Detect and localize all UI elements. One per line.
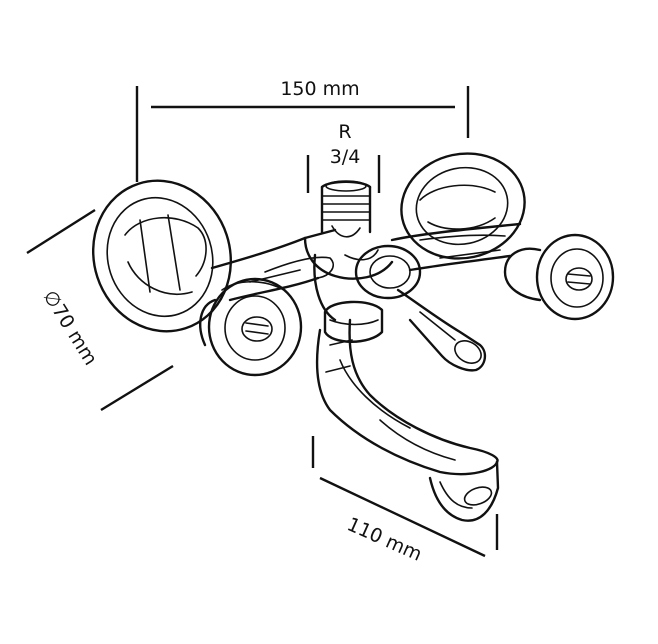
central-body — [303, 236, 422, 322]
width-label: 150 mm — [280, 78, 359, 100]
depth-dimension: 110 mm — [311, 436, 499, 566]
diverter-lever — [396, 288, 487, 372]
diameter-label: ∅70 mm — [39, 286, 102, 369]
depth-dim-line — [319, 476, 486, 558]
thread-label-size: 3/4 — [330, 146, 361, 168]
left-wall-flange — [91, 179, 233, 333]
spout-collar — [323, 300, 384, 343]
right-valve-handle — [503, 233, 615, 321]
left-arm — [210, 228, 337, 302]
left-valve-handle — [199, 277, 303, 377]
diameter-dimension: ∅70 mm — [26, 208, 174, 412]
right-arm — [390, 222, 522, 272]
diameter-ext-bottom — [100, 364, 174, 412]
spout — [315, 318, 500, 522]
thread-label-r: R — [338, 121, 351, 143]
right-wall-flange — [400, 152, 526, 260]
diameter-ext-top — [26, 208, 96, 255]
width-dimension: 150 mm — [135, 78, 470, 182]
thread-dimension: R 3/4 — [306, 121, 381, 193]
top-inlet-thread — [320, 180, 372, 238]
